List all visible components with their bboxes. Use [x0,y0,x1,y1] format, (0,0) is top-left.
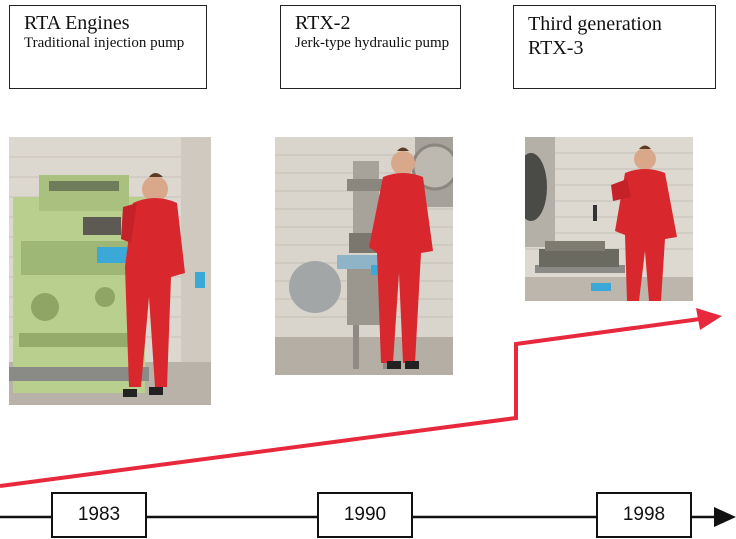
photo-rta-engine [9,137,211,405]
generation-title: Third generation RTX-3 [528,13,662,59]
trend-arrowhead [696,308,722,330]
year-box-1990: 1990 [317,492,413,538]
timeline-arrowhead [714,507,736,527]
generation-title: RTA Engines [24,12,130,34]
year-box-1998: 1998 [596,492,692,538]
generation-subtitle: Traditional injection pump [24,35,185,51]
generation-title: RTX-2 [295,12,351,34]
generation-box-rtx2: RTX-2 Jerk-type hydraulic pump [280,5,461,89]
photo-rtx3-unit [525,137,693,301]
generation-box-rta: RTA Engines Traditional injection pump [9,5,207,89]
generation-subtitle: Jerk-type hydraulic pump [295,35,450,51]
year-box-1983: 1983 [51,492,147,538]
generation-box-rtx3: Third generation RTX-3 [513,5,716,89]
trend-arrow [0,317,701,488]
photo-rtx2-pump [275,137,453,375]
